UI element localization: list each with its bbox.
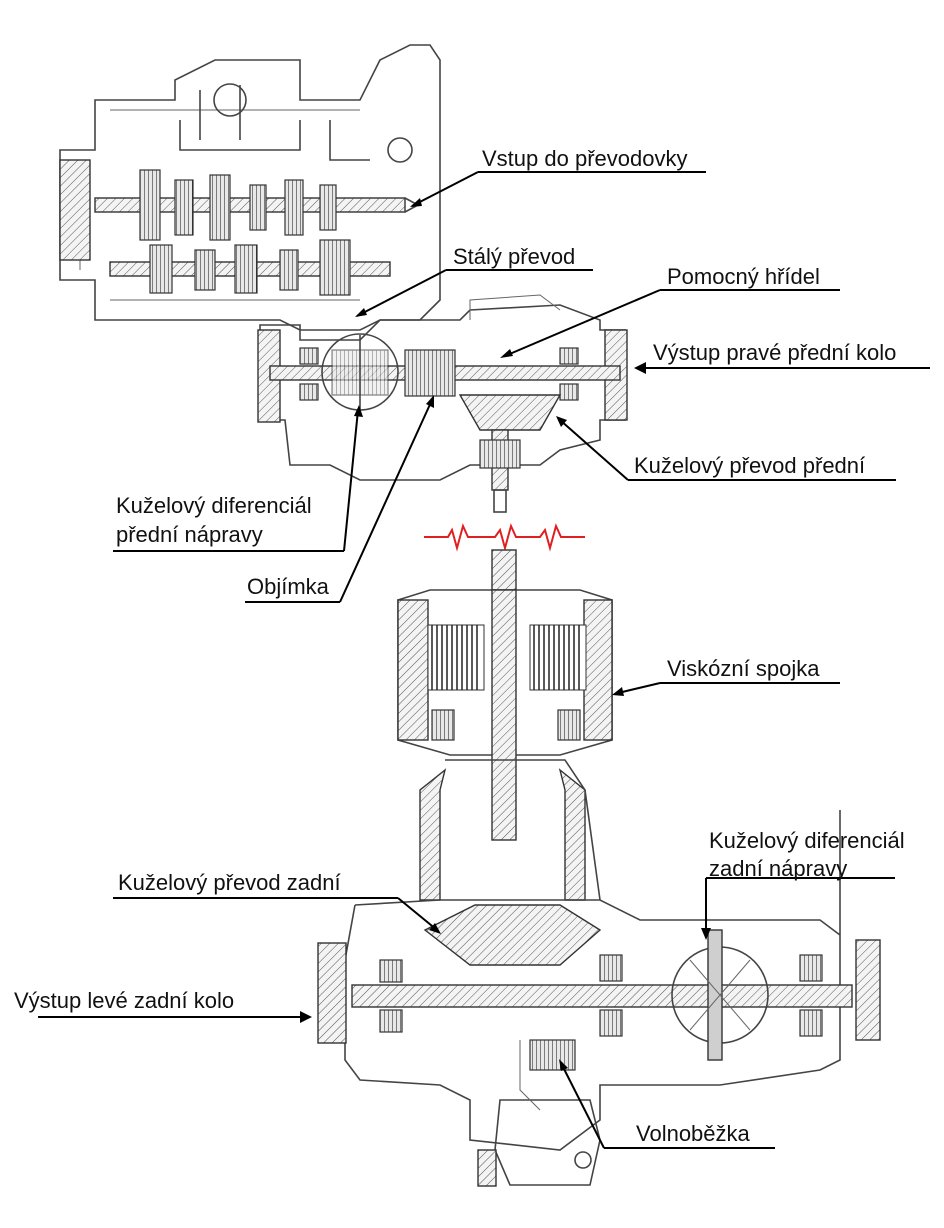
label-dif-predni-1: Kuželový diferenciál — [116, 493, 312, 518]
rear-output-shaft — [351, 984, 853, 1008]
label-viskozni: Viskózní spojka — [667, 656, 820, 681]
label-objimka: Objímka — [247, 574, 330, 599]
break-line — [424, 523, 585, 552]
rear-differential-drawing — [317, 759, 881, 1187]
label-vystup-prave: Výstup pravé přední kolo — [653, 340, 896, 365]
front-differential-drawing — [257, 294, 628, 513]
labels: Vstup do převodovky Stálý převod Pomocný… — [14, 146, 905, 1146]
viscous-coupling-drawing — [397, 549, 613, 841]
label-dif-predni-2: přední nápravy — [116, 522, 263, 547]
label-pomocny: Pomocný hřídel — [667, 264, 820, 289]
freewheel — [529, 1039, 576, 1071]
gearbox-drawing — [59, 44, 441, 331]
label-kuzelovy-zadni: Kuželový převod zadní — [118, 870, 341, 895]
label-dif-zadni-2: zadní nápravy — [709, 856, 847, 881]
leader-lines — [38, 171, 930, 1149]
propeller-shaft — [491, 589, 517, 841]
label-vstup: Vstup do převodovky — [482, 146, 687, 171]
label-staly: Stálý převod — [453, 244, 575, 269]
sleeve-hub — [404, 349, 456, 397]
label-vystup-leve: Výstup levé zadní kolo — [14, 988, 234, 1013]
label-dif-zadni-1: Kuželový diferenciál — [709, 828, 905, 853]
label-kuzelovy-predni: Kuželový převod přední — [634, 453, 865, 478]
label-volnobezka: Volnoběžka — [636, 1121, 751, 1146]
